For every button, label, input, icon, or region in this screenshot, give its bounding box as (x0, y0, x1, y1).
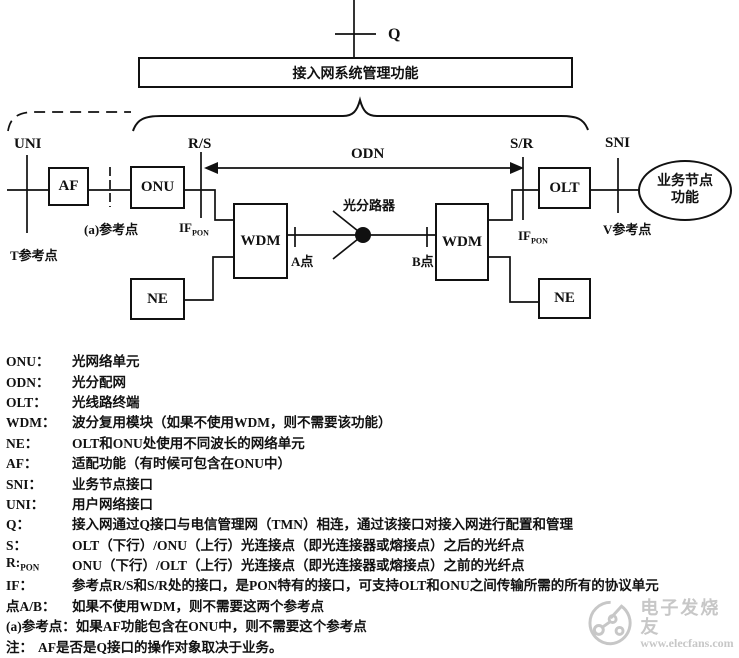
legend-item-odn: ODN： 光分配网 (6, 370, 737, 390)
a-reference-label: (a)参考点 (84, 222, 139, 237)
legend-item-onu: ONU： 光网络单元 (6, 350, 737, 370)
legend-item-ne: NE： OLT和ONU处使用不同波长的网络单元 (6, 432, 737, 452)
ne-left-box: NE (130, 278, 185, 320)
diagram-lines-layer (7, 0, 639, 303)
legend-desc: 接入网通过Q接口与电信管理网（TMN）相连，通过该接口对接入网进行配置和管理 (72, 517, 573, 533)
wdm-right-box: WDM (435, 203, 489, 281)
wdm-left-box: WDM (233, 203, 288, 279)
legend-term: NE： (6, 435, 39, 451)
q-interface-label: Q (388, 26, 401, 43)
watermark: 电子发烧友 www.elecfans.com (586, 598, 739, 650)
legend-item-sni: SNI： 业务节点接口 (6, 472, 737, 492)
rs-label: R/S (188, 136, 212, 152)
legend-desc: OLT和ONU处使用不同波长的网络单元 (72, 435, 305, 451)
ne-left-connector (184, 256, 233, 301)
watermark-url: www.elecfans.com (640, 635, 734, 650)
legend-term: SNI： (6, 476, 43, 492)
legend-term: OLT： (6, 394, 47, 410)
elecfans-logo-icon (588, 600, 632, 646)
t-reference-label: T参考点 (10, 248, 58, 263)
legend-item-olt: OLT： 光线路终端 (6, 391, 737, 411)
solid-brace-access-span (132, 96, 589, 132)
legend-desc: 如果不使用WDM，则不需要这两个参考点 (72, 598, 324, 614)
if-pon-subscript: PON (531, 236, 548, 246)
legend-item-uni: UNI： 用户网络接口 (6, 493, 737, 513)
uni-label: UNI (14, 136, 42, 152)
legend-item-a-reference: (a)参考点：如果AF功能包含在ONU中，则不需要这个参考点 (6, 615, 737, 635)
legend-term: (a)参考点： (6, 619, 76, 635)
legend-term-subscript: PON (20, 562, 40, 573)
legend-term: 注： (6, 639, 33, 655)
legend-desc: 光网络单元 (72, 354, 140, 370)
legend-desc: 参考点R/S和S/R处的接口，是PON特有的接口，可支持OLT和ONU之间传输所… (72, 578, 659, 594)
odn-label: ODN (351, 146, 385, 162)
legend-term: ONU： (6, 354, 50, 370)
optical-splitter-label: 光分路器 (343, 198, 396, 213)
legend-desc: ONU（下行）/OLT（上行）光连接点（即光连接器或熔接点）之前的光纤点 (72, 558, 525, 574)
legend-definitions: ONU： 光网络单元 ODN： 光分配网 OLT： 光线路终端 WDM： 波分复用模块（… (6, 350, 737, 656)
legend-term: AF： (6, 456, 38, 472)
legend-term: IF： (6, 578, 33, 594)
legend-desc: 业务节点接口 (72, 476, 153, 492)
legend-term: Q： (6, 517, 31, 533)
point-b-label: B点 (412, 254, 434, 269)
legend-term: WDM： (6, 415, 56, 431)
legend-item-s: S： OLT（下行）/ONU（上行）光连接点（即光连接器或熔接点）之后的光纤点 (6, 534, 737, 554)
olt-box: OLT (538, 167, 591, 209)
sr-label: S/R (510, 136, 534, 152)
legend-term: S： (6, 537, 28, 553)
legend-item-if: IF： 参考点R/S和S/R处的接口，是PON特有的接口，可支持OLT和ONU之间… (6, 574, 737, 594)
legend-item-points-ab: 点A/B： 如果不使用WDM，则不需要这两个参考点 (6, 595, 737, 615)
legend-term: ODN： (6, 374, 50, 390)
service-node-line1: 业务节点 (657, 174, 713, 190)
service-node-function-ellipse: 业务节点 功能 (638, 160, 732, 221)
legend-item-af: AF： 适配功能（有时候可包含在ONU中） (6, 452, 737, 472)
legend-term: R:PON (6, 555, 40, 573)
if-pon-label-right: IFPON (518, 228, 548, 246)
legend-term: UNI： (6, 496, 45, 512)
service-node-line2: 功能 (671, 190, 699, 206)
v-reference-label: V参考点 (603, 222, 652, 237)
legend-desc: 光线路终端 (72, 394, 140, 410)
onu-box: ONU (130, 166, 185, 209)
management-function-box: 接入网系统管理功能 (138, 57, 573, 88)
ne-right-connector (488, 256, 538, 303)
legend-desc: AF是否是Q接口的操作对象取决于业务。 (38, 639, 283, 655)
legend-desc: 波分复用模块（如果不使用WDM，则不需要该功能） (72, 415, 392, 431)
onu-wdm-elbow (184, 189, 233, 221)
legend-desc: 光分配网 (72, 374, 126, 390)
odn-arrowhead-right (510, 162, 524, 174)
legend-item-wdm: WDM： 波分复用模块（如果不使用WDM，则不需要该功能） (6, 411, 737, 431)
legend-desc: 适配功能（有时候可包含在ONU中） (72, 456, 291, 472)
dashed-brace-uni-segment (7, 111, 131, 132)
legend-item-note: 注： AF是否是Q接口的操作对象取决于业务。 (6, 635, 737, 655)
legend-item-r-pon: R:PON ONU（下行）/OLT（上行）光连接点（即光连接器或熔接点）之前的光纤… (6, 554, 737, 574)
watermark-text: 电子发烧友 www.elecfans.com (640, 597, 739, 650)
legend-desc: 如果AF功能包含在ONU中，则不需要这个参考点 (75, 619, 367, 635)
odn-arrowhead-left (204, 162, 218, 174)
af-box: AF (48, 167, 89, 206)
legend-term: 点A/B： (6, 598, 56, 614)
legend-desc: OLT（下行）/ONU（上行）光连接点（即光连接器或熔接点）之后的光纤点 (72, 537, 525, 553)
sni-label: SNI (605, 135, 631, 151)
point-a-label: A点 (291, 254, 314, 269)
optical-splitter-dot (355, 227, 371, 243)
wdm-olt-elbow (488, 189, 538, 221)
ne-right-box: NE (538, 278, 591, 319)
legend-item-q: Q： 接入网通过Q接口与电信管理网（TMN）相连，通过该接口对接入网进行配置和管理 (6, 513, 737, 533)
watermark-brand: 电子发烧友 (640, 597, 721, 637)
legend-desc: 用户网络接口 (72, 496, 153, 512)
if-pon-subscript: PON (192, 228, 209, 238)
if-pon-label-left: IFPON (179, 220, 209, 238)
